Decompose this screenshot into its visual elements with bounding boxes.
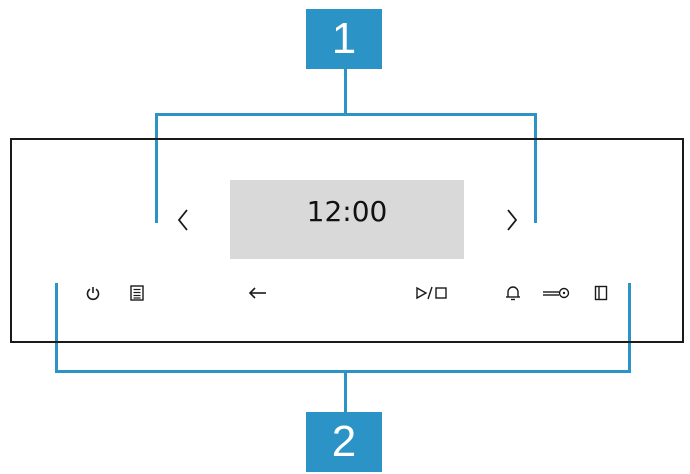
power-icon xyxy=(86,287,100,301)
key-icon xyxy=(543,287,570,299)
callout-2-bracket xyxy=(55,370,631,373)
callout-2-left-leg xyxy=(55,283,58,372)
callout-1-right-leg xyxy=(534,113,537,223)
timer-button[interactable] xyxy=(500,280,526,306)
callout-1-bracket xyxy=(155,113,537,116)
control-panel-frame xyxy=(10,138,684,343)
callout-2-stem xyxy=(344,370,347,414)
chevron-left-icon xyxy=(177,209,188,231)
callout-1-stem xyxy=(344,69,347,115)
scroll-right-button[interactable] xyxy=(499,207,525,233)
door-button[interactable] xyxy=(588,280,614,306)
menu-button[interactable] xyxy=(124,280,150,306)
door-icon xyxy=(594,285,608,301)
back-button[interactable] xyxy=(245,280,271,306)
power-button[interactable] xyxy=(80,280,106,306)
child-lock-button[interactable] xyxy=(540,280,572,306)
play-stop-icon xyxy=(416,286,447,300)
start-stop-button[interactable] xyxy=(414,280,450,306)
callout-2-right-leg xyxy=(628,283,631,372)
arrow-left-icon xyxy=(248,287,266,299)
display-screen: 12:00 xyxy=(230,180,464,259)
bell-icon xyxy=(506,286,520,301)
callout-1-label: 1 xyxy=(306,9,382,69)
callout-2-label: 2 xyxy=(306,412,382,472)
display-time: 12:00 xyxy=(306,195,388,228)
callout-1-left-leg xyxy=(155,113,158,223)
scroll-left-button[interactable] xyxy=(170,207,196,233)
chevron-right-icon xyxy=(507,209,518,231)
menu-list-icon xyxy=(130,285,144,301)
